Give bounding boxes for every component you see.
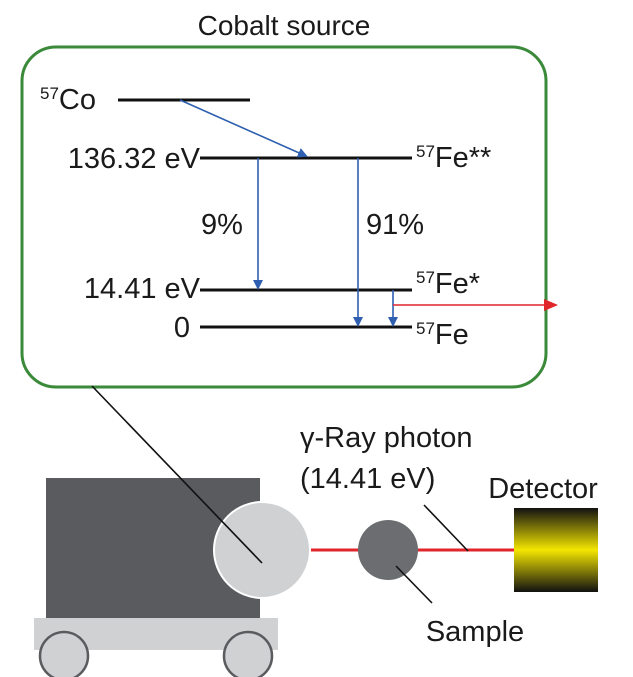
- fe57-ground-mass-number: 57: [416, 319, 435, 338]
- gamma-label-line2: (14.41 eV): [300, 463, 435, 495]
- co57-element: Co: [59, 84, 96, 116]
- co57-mass-number: 57: [40, 84, 59, 103]
- source-pointer-line: [91, 385, 263, 564]
- fe57-ground-label: 57Fe: [416, 319, 469, 351]
- sample-disc: [358, 520, 418, 580]
- energy-label-14: 14.41 eV: [84, 273, 201, 305]
- gamma-pointer-line: [423, 504, 469, 552]
- cobalt-source-disc: [213, 501, 311, 599]
- branch-label-91pct: 91%: [366, 209, 424, 241]
- fe57-ground-element: Fe: [435, 319, 469, 351]
- detector-block: [514, 508, 598, 592]
- cart-wheel-right: [222, 630, 274, 677]
- fe57-excited2-mass-number: 57: [416, 142, 435, 161]
- fe57-excited1-label: 57Fe*: [416, 268, 480, 300]
- energy-label-136: 136.32 eV: [68, 143, 201, 175]
- gamma-label-line1: γ-Ray photon: [300, 422, 473, 454]
- sample-label: Sample: [426, 616, 524, 648]
- fe57-excited2-element: Fe**: [435, 142, 491, 174]
- diagram-title: Cobalt source: [198, 10, 371, 41]
- fe57-excited1-mass-number: 57: [416, 268, 435, 287]
- branch-label-9pct: 9%: [201, 209, 243, 241]
- cobalt-source-box: [20, 45, 548, 389]
- fe57-excited1-element: Fe*: [435, 268, 480, 300]
- energy-label-0: 0: [174, 312, 190, 344]
- detector-label: Detector: [488, 473, 598, 505]
- co57-label: 57Co: [40, 84, 96, 116]
- sample-pointer-line: [395, 565, 433, 604]
- fe57-excited2-label: 57Fe**: [416, 142, 491, 174]
- co57-to-fe57-decay-arrow: [179, 99, 308, 158]
- cart-wheel-left: [38, 630, 90, 677]
